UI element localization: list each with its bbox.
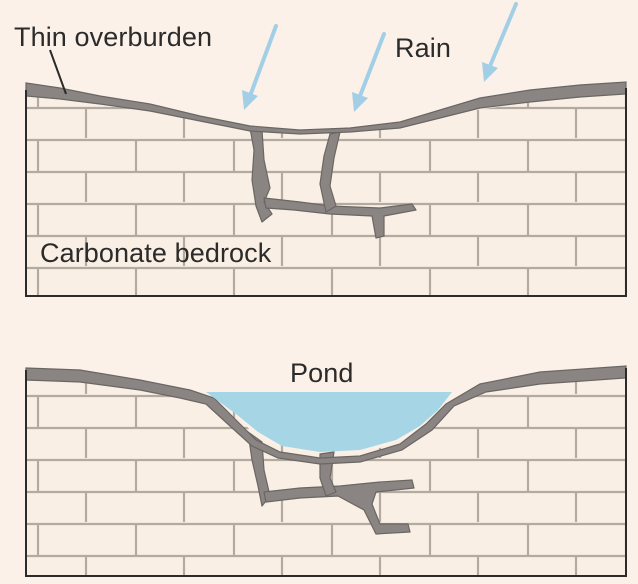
- panel-outline-top: [25, 88, 627, 297]
- overburden-leader-line: [49, 49, 67, 95]
- bottom-panel: [25, 365, 627, 577]
- rain-arrow: [242, 24, 278, 110]
- rain-label: Rain: [395, 33, 451, 63]
- carbonate-bedrock-label: Carbonate bedrock: [40, 238, 272, 268]
- solution-channels-top: [249, 127, 417, 239]
- panel-outline-bottom: [25, 368, 627, 577]
- top-panel: [25, 2, 627, 297]
- thin-overburden-label: Thin overburden: [14, 22, 213, 52]
- rain-arrow: [352, 32, 386, 112]
- rain-arrows: [242, 2, 518, 112]
- pond-water: [206, 392, 452, 452]
- rain-arrow: [482, 2, 518, 82]
- pond-label: Pond: [290, 358, 354, 388]
